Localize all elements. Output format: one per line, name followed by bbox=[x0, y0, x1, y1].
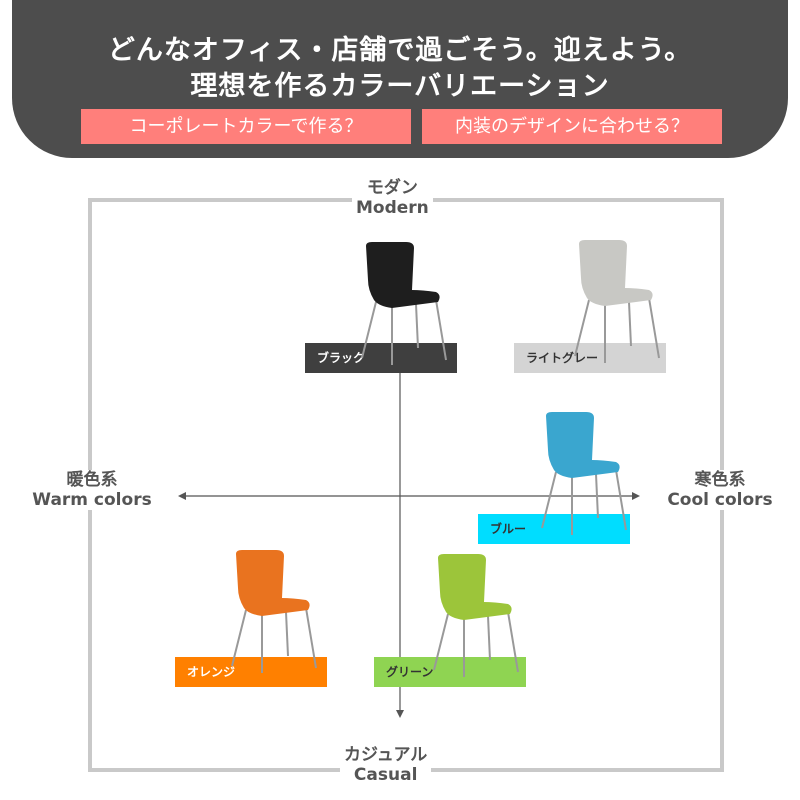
chair-image-green bbox=[424, 552, 524, 682]
color-tag-black: ブラック bbox=[305, 343, 457, 373]
color-tag-orange: オレンジ bbox=[175, 657, 327, 687]
chair-image-light-gray bbox=[565, 238, 665, 368]
chair-image-blue bbox=[532, 410, 632, 540]
arrow-right-icon bbox=[632, 492, 640, 500]
corporate-color-button[interactable]: コーポレートカラーで作る？ bbox=[81, 109, 411, 144]
color-tag-light-gray: ライトグレー bbox=[514, 343, 666, 373]
headline-line1: どんなオフィス・店舗で過ごそう。迎えよう。 bbox=[107, 35, 693, 66]
arrow-down-icon bbox=[396, 710, 404, 718]
arrow-left-icon bbox=[178, 492, 186, 500]
color-tag-blue: ブルー bbox=[478, 514, 630, 544]
headline-line2: 理想を作るカラーバリエーション bbox=[190, 71, 610, 102]
color-tag-green: グリーン bbox=[374, 657, 526, 687]
chair-image-black bbox=[352, 240, 452, 370]
interior-design-button[interactable]: 内装のデザインに合わせる？ bbox=[422, 109, 722, 144]
chair-image-orange bbox=[222, 548, 322, 678]
